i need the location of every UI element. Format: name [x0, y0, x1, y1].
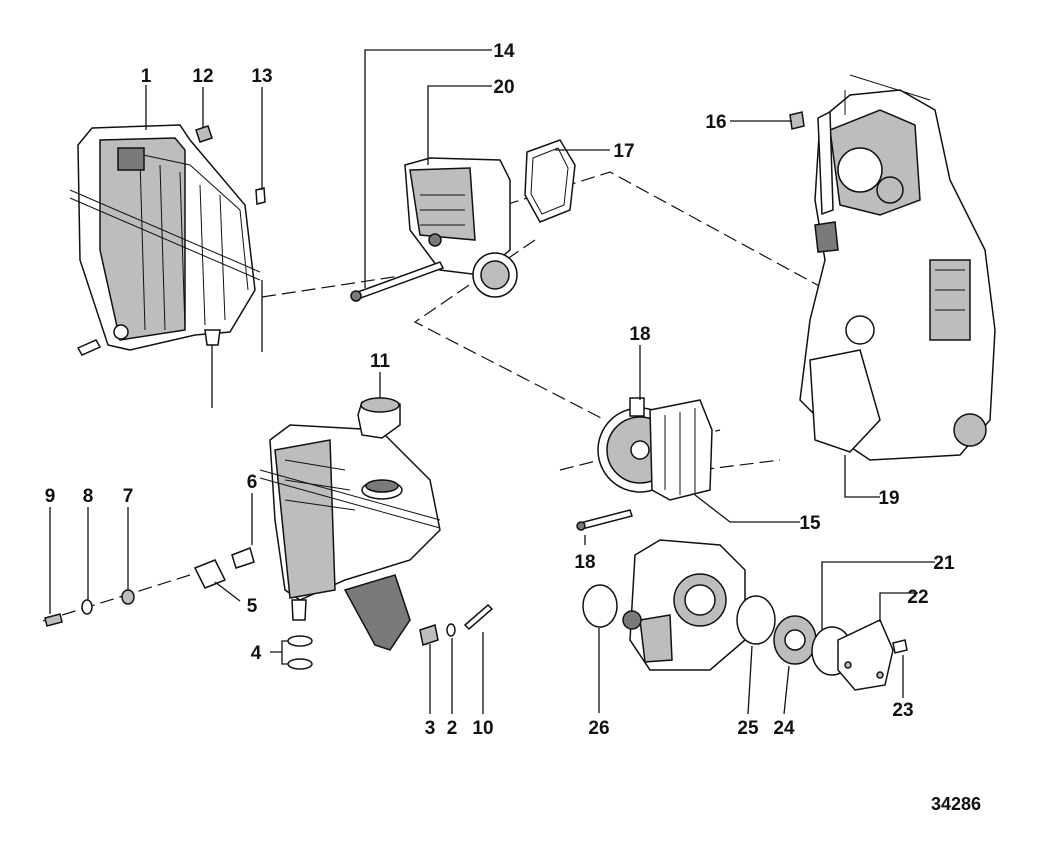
callout-25: 25 [737, 718, 759, 739]
callout-10: 10 [472, 718, 493, 739]
thermostat-housing-icon [350, 157, 518, 302]
callout-labels: 1 2 3 4 5 6 7 8 9 10 11 12 13 14 15 16 1… [45, 41, 955, 739]
callout-4: 4 [251, 643, 262, 664]
callout-12: 12 [192, 66, 213, 87]
callout-11: 11 [370, 351, 391, 372]
callout-7: 7 [123, 486, 134, 507]
callout-13: 13 [251, 66, 272, 87]
fill-cap-icon [357, 397, 401, 439]
water-pump-icon [576, 397, 713, 531]
callout-14: 14 [493, 41, 515, 62]
callout-17: 17 [613, 141, 634, 162]
callout-18-bottom: 18 [574, 552, 595, 573]
callout-21: 21 [933, 553, 955, 574]
callout-3: 3 [425, 718, 436, 739]
callout-1: 1 [141, 66, 152, 87]
thermostat-housing-lower-icon [622, 539, 746, 671]
figure-number: 34286 [931, 794, 981, 814]
hardware-icons [44, 111, 805, 670]
callout-6: 6 [247, 472, 258, 493]
callout-16: 16 [705, 112, 726, 133]
gasket-icon [524, 139, 576, 223]
seal-and-cover-icons [582, 584, 908, 691]
callout-8: 8 [83, 486, 94, 507]
callout-5: 5 [247, 596, 258, 617]
callout-22: 22 [907, 587, 928, 608]
callout-9: 9 [45, 486, 56, 507]
leader-lines [49, 49, 935, 715]
coolant-reservoir-icon [69, 124, 263, 408]
callout-20: 20 [493, 77, 514, 98]
callout-23: 23 [892, 700, 913, 721]
engine-block-icon [799, 74, 996, 461]
callout-19: 19 [878, 488, 899, 509]
callout-2: 2 [447, 718, 458, 739]
callout-15: 15 [799, 513, 821, 534]
coolant-reservoir-lower-icon [259, 424, 441, 651]
callout-26: 26 [588, 718, 609, 739]
callout-18-top: 18 [629, 324, 650, 345]
callout-24: 24 [773, 718, 795, 739]
